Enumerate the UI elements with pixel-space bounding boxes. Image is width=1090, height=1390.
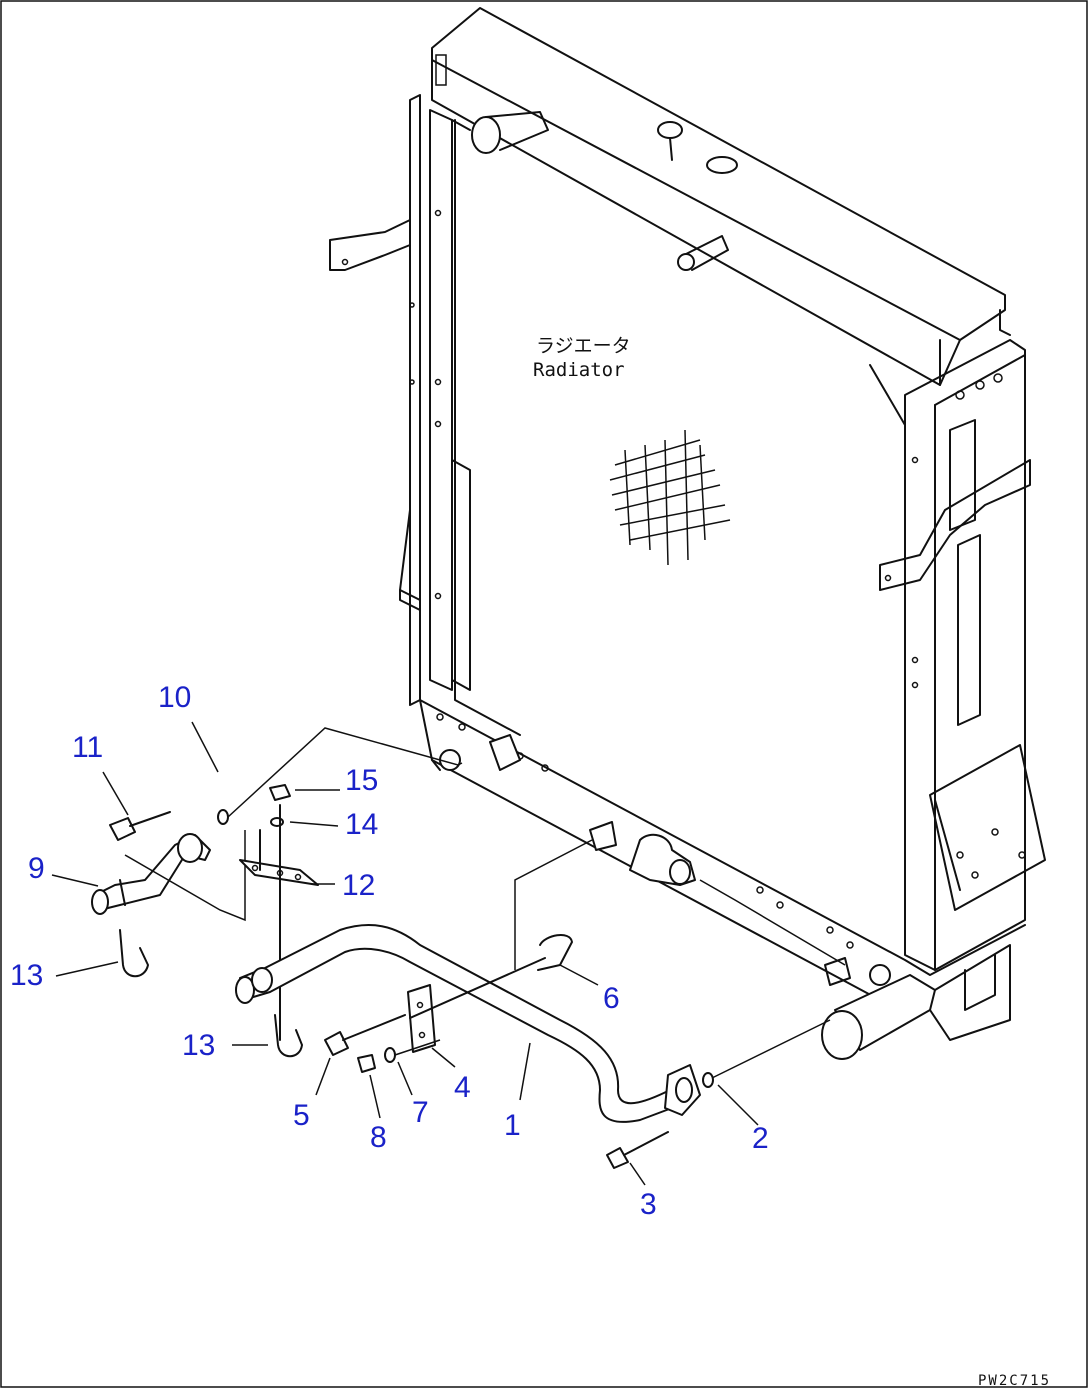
callout-15: 15 xyxy=(345,764,378,797)
leader-lines xyxy=(51,721,759,1186)
callout-9: 9 xyxy=(28,852,45,885)
callout-2: 2 xyxy=(752,1122,769,1155)
callout-5: 5 xyxy=(293,1099,310,1132)
callout-4: 4 xyxy=(454,1071,471,1104)
left-pipe-assembly xyxy=(91,727,846,1169)
callout-12: 12 xyxy=(342,869,375,902)
callout-6: 6 xyxy=(603,982,620,1015)
callout-13-upper: 13 xyxy=(10,959,43,992)
radiator-assembly xyxy=(329,7,1046,1060)
radiator-label-jp: ラジエータ xyxy=(536,335,631,357)
callout-10: 10 xyxy=(158,681,191,714)
callout-14: 14 xyxy=(345,808,378,841)
radiator-label-en: Radiator xyxy=(533,359,625,381)
callout-1: 1 xyxy=(504,1109,521,1142)
callout-11: 11 xyxy=(72,731,103,764)
callout-7: 7 xyxy=(412,1096,429,1129)
callout-8: 8 xyxy=(370,1121,387,1154)
callout-13-lower: 13 xyxy=(182,1029,215,1062)
callouts: 10 11 15 14 9 12 13 6 13 4 5 7 1 8 2 3 xyxy=(10,681,769,1221)
callout-3: 3 xyxy=(640,1188,657,1221)
drawing-code: PW2C715 xyxy=(978,1373,1051,1389)
